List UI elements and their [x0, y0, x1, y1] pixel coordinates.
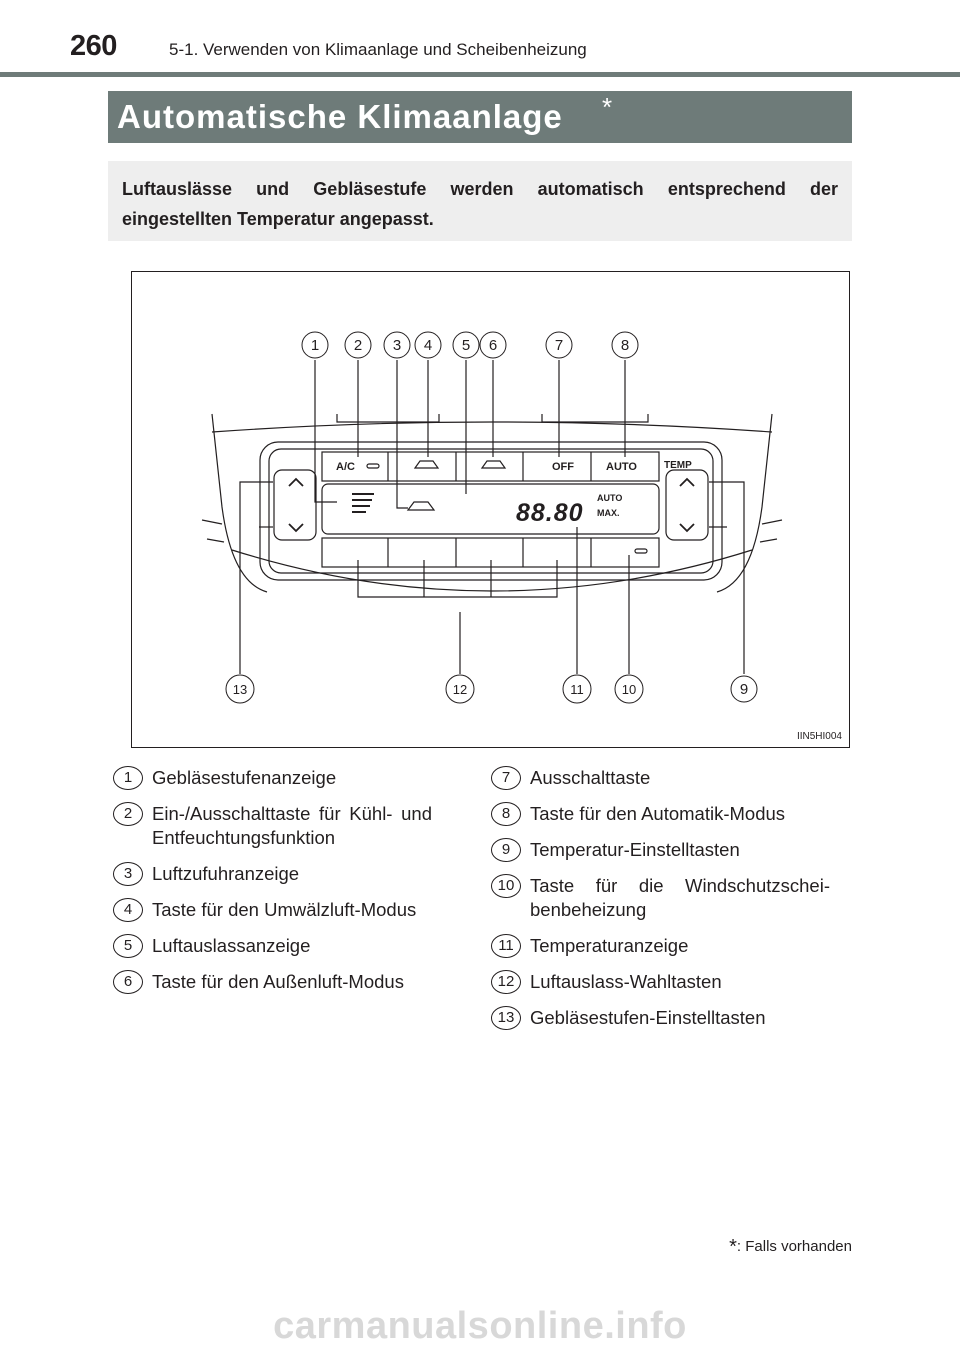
legend-number: 8 — [491, 802, 521, 826]
svg-text:4: 4 — [424, 337, 432, 354]
callout-5: 5 — [452, 331, 480, 359]
legend-text: Ein-/Ausschalttaste für Kühl- und Entfeu… — [152, 803, 432, 848]
legend-text: Gebläsestufen-Einstelltasten — [530, 1007, 766, 1028]
legend-item: 4 Taste für den Umwälzluft-Modus — [113, 898, 453, 922]
display-auto: AUTO — [597, 493, 622, 503]
svg-text:5: 5 — [462, 337, 470, 354]
climate-panel-figure: A/C OFF AUTO TEMP 88.80 AUTO MAX. 1 2 3 … — [131, 271, 850, 748]
svg-text:6: 6 — [489, 337, 497, 354]
callout-8: 8 — [611, 331, 639, 359]
watermark: carmanualsonline.info — [0, 1304, 960, 1348]
title-asterisk: * — [602, 92, 613, 122]
legend-text: Ausschalttaste — [530, 767, 651, 788]
legend-left: 1 Gebläsestufenanzeige 2 Ein-/Ausschaltt… — [113, 766, 453, 1006]
figure-id: IIN5HI004 — [796, 731, 842, 742]
legend-item: 3 Luftzufuhranzeige — [113, 862, 453, 886]
legend-text: Taste für den Automatik-Modus — [530, 803, 786, 824]
section-title-bar: Automatische Klimaanlage * — [108, 91, 852, 143]
legend-item: 10 Taste für die Windschutzschei-benbehe… — [491, 874, 846, 922]
legend-text: Luftauslassanzeige — [152, 935, 311, 956]
callout-9: 9 — [730, 675, 758, 703]
display-frame — [321, 483, 660, 535]
svg-text:11: 11 — [570, 682, 584, 697]
callout-4: 4 — [414, 331, 442, 359]
footnote-text: : Falls vorhanden — [736, 1238, 852, 1255]
legend-text: Gebläsestufenanzeige — [152, 767, 337, 788]
header-rule — [0, 72, 960, 77]
footnote-asterisk: * — [729, 1236, 737, 1258]
legend-item: 7 Ausschalttaste — [491, 766, 846, 790]
legend-number: 11 — [491, 934, 521, 958]
panel-outer — [259, 441, 723, 581]
legend-item: 6 Taste für den Außenluft-Modus — [113, 970, 453, 994]
page-number: 260 — [70, 30, 117, 62]
legend-number: 3 — [113, 862, 143, 886]
intro-text: Luftauslässe und Gebläsestufe werden aut… — [122, 179, 838, 229]
auto-label: AUTO — [606, 461, 637, 473]
intro-box: Luftauslässe und Gebläsestufe werden aut… — [108, 161, 852, 241]
callout-10: 10 — [614, 674, 644, 704]
temp-label: TEMP — [664, 460, 692, 471]
dash-right-edge — [716, 413, 773, 593]
callout-1: 1 — [301, 331, 329, 359]
dash-bottom-curve — [231, 549, 753, 592]
legend-number: 1 — [113, 766, 143, 790]
callout-3: 3 — [383, 331, 411, 359]
dash-left-edge — [211, 413, 268, 593]
legend-text: Luftauslass-Wahltasten — [530, 971, 722, 992]
legend-text: Taste für den Umwälzluft-Modus — [152, 899, 417, 920]
legend-item: 5 Luftauslassanzeige — [113, 934, 453, 958]
legend-item: 8 Taste für den Automatik-Modus — [491, 802, 846, 826]
svg-text:13: 13 — [233, 682, 247, 697]
legend-item: 13 Gebläsestufen-Einstelltasten — [491, 1006, 846, 1030]
legend-item: 2 Ein-/Ausschalttaste für Kühl- und Entf… — [113, 802, 453, 850]
display-digits: 88.80 — [516, 499, 584, 527]
legend-right: 7 Ausschalttaste 8 Taste für den Automat… — [491, 766, 846, 1042]
top-button-row — [321, 451, 660, 482]
fan-rocker — [273, 469, 317, 541]
svg-text:2: 2 — [354, 337, 362, 354]
legend-number: 12 — [491, 970, 521, 994]
legend-number: 13 — [491, 1006, 521, 1030]
legend-number: 2 — [113, 802, 143, 826]
temp-rocker — [665, 469, 709, 541]
legend-text: Temperatur-Einstelltasten — [530, 839, 740, 860]
legend-number: 7 — [491, 766, 521, 790]
legend-number: 6 — [113, 970, 143, 994]
svg-text:3: 3 — [393, 337, 401, 354]
callout-11: 11 — [562, 674, 592, 704]
legend-number: 5 — [113, 934, 143, 958]
callout-6: 6 — [479, 331, 507, 359]
legend-text: Temperaturanzeige — [530, 935, 689, 956]
svg-text:10: 10 — [622, 682, 636, 697]
watermark-text: carmanualsonline.info — [273, 1304, 687, 1347]
section-title: Automatische Klimaanlage — [117, 98, 563, 135]
legend-text: Luftzufuhranzeige — [152, 863, 300, 884]
legend-number: 9 — [491, 838, 521, 862]
legend-item: 11 Temperaturanzeige — [491, 934, 846, 958]
footnote: *: Falls vorhanden — [729, 1236, 852, 1259]
display-max: MAX. — [597, 508, 620, 518]
svg-text:8: 8 — [621, 337, 629, 354]
legend-item: 9 Temperatur-Einstelltasten — [491, 838, 846, 862]
legend-number: 4 — [113, 898, 143, 922]
chapter-title: 5-1. Verwenden von Klimaanlage und Schei… — [169, 40, 587, 59]
dash-top-curve — [211, 421, 773, 433]
callout-12: 12 — [445, 674, 475, 704]
legend-text: Taste für die Windschutzschei-benbeheizu… — [530, 875, 830, 920]
callout-7: 7 — [545, 331, 573, 359]
callout-13: 13 — [225, 674, 255, 704]
legend-text: Taste für den Außenluft-Modus — [152, 971, 404, 992]
svg-text:9: 9 — [740, 681, 748, 698]
callout-2: 2 — [344, 331, 372, 359]
legend-item: 12 Luftauslass-Wahltasten — [491, 970, 846, 994]
ac-label: A/C — [336, 461, 355, 473]
svg-text:1: 1 — [311, 337, 319, 354]
legend-number: 10 — [491, 874, 521, 898]
svg-text:12: 12 — [453, 682, 467, 697]
svg-text:7: 7 — [555, 337, 563, 354]
climate-panel-diagram: A/C OFF AUTO TEMP 88.80 AUTO MAX. 1 2 3 … — [201, 331, 783, 704]
legend-item: 1 Gebläsestufenanzeige — [113, 766, 453, 790]
off-label: OFF — [552, 461, 574, 473]
